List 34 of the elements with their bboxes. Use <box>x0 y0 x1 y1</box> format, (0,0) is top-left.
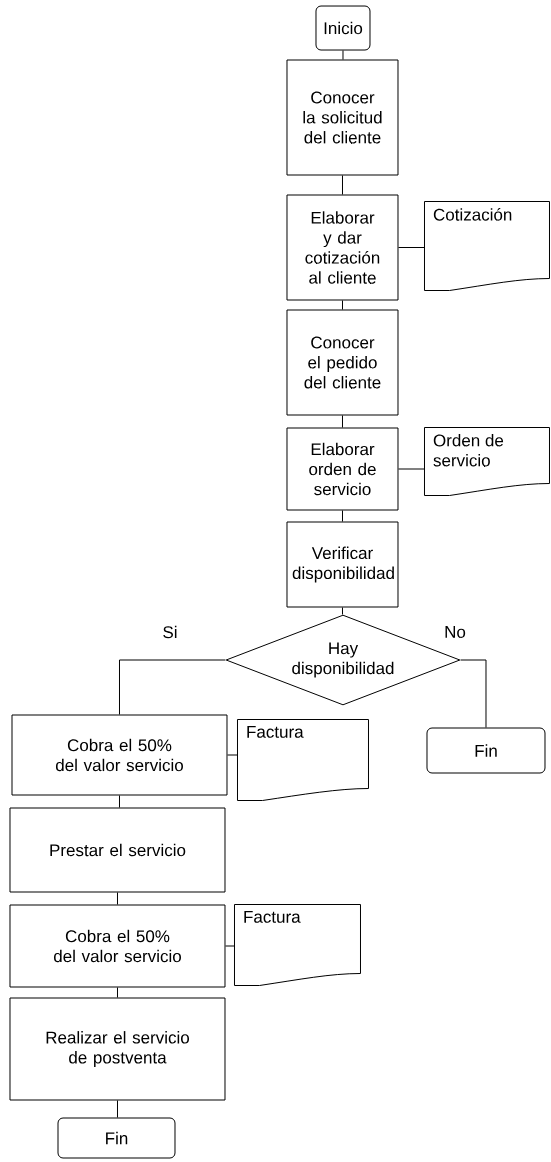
connector-line <box>225 945 235 947</box>
connector-line <box>117 987 118 998</box>
connector-line <box>398 247 425 248</box>
connector-line <box>342 607 343 615</box>
connector-line <box>119 795 120 808</box>
edge-label: No <box>445 626 466 638</box>
process-box: Cobra el 50% del valor servicio <box>11 714 228 796</box>
connector-line <box>342 175 343 195</box>
process-box: Conocer la solicitud del cliente <box>286 59 399 176</box>
connector-line <box>342 510 343 522</box>
process-box: Prestar el servicio <box>9 807 226 893</box>
terminal-box: Inicio <box>315 5 371 51</box>
connector-line <box>342 415 343 428</box>
process-box: Elaborar y dar cotización al cliente <box>286 194 399 301</box>
document-shape: Orden de servicio <box>424 427 550 496</box>
connector-line <box>342 50 344 60</box>
process-box: Elaborar orden de servicio <box>286 427 399 511</box>
document-shape: Factura <box>234 904 361 986</box>
edge-label: Si <box>163 625 177 639</box>
connector-line <box>119 659 226 715</box>
process-box: Conocer el pedido del cliente <box>286 309 399 416</box>
process-box: Cobra el 50% del valor servicio <box>9 904 226 988</box>
process-box: Realizar el servicio de postventa <box>9 997 226 1101</box>
terminal-box: Fin <box>57 1117 176 1159</box>
process-box: Verificar disponibilidad <box>286 521 399 608</box>
document-shape: Cotización <box>424 201 550 291</box>
document-shape: Factura <box>237 719 369 801</box>
connector-line <box>460 659 487 728</box>
connector-line <box>342 300 343 310</box>
connector-line <box>227 754 238 756</box>
connector-line <box>117 892 118 905</box>
connector-line <box>117 1100 118 1118</box>
connector-line <box>398 468 425 470</box>
terminal-box: Fin <box>426 727 546 774</box>
